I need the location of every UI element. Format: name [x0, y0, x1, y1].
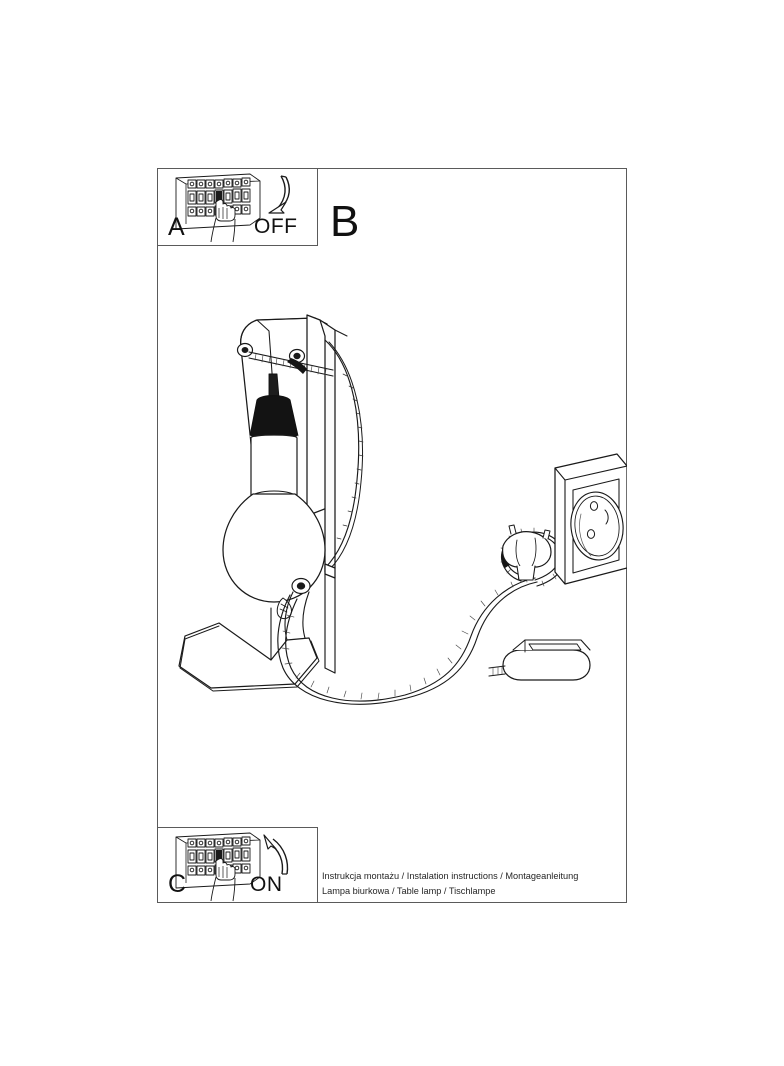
hand-pointing-icon	[210, 858, 236, 902]
fuse-box-icon	[175, 832, 261, 902]
arrow-down-icon	[268, 175, 291, 214]
step-letter-a: A	[168, 213, 186, 241]
hand-pointing-icon	[210, 199, 236, 243]
caption-block: Instrukcja montażu / Instalation instruc…	[322, 869, 622, 898]
step-panel-c: C ON	[157, 827, 318, 903]
caption-line-title: Instrukcja montażu / Instalation instruc…	[322, 871, 579, 881]
step-action-label-c: ON	[250, 873, 283, 896]
main-diagram-frame	[157, 168, 627, 903]
step-action-label-a: OFF	[254, 215, 298, 238]
arrow-up-icon	[263, 834, 289, 875]
caption-line-product: Lampa biurkowa / Table lamp / Tischlampe	[322, 885, 496, 896]
step-panel-a: A OFF	[157, 168, 318, 246]
step-letter-b: B	[330, 197, 360, 246]
fuse-box-icon	[175, 173, 261, 243]
step-letter-c: C	[168, 870, 187, 898]
